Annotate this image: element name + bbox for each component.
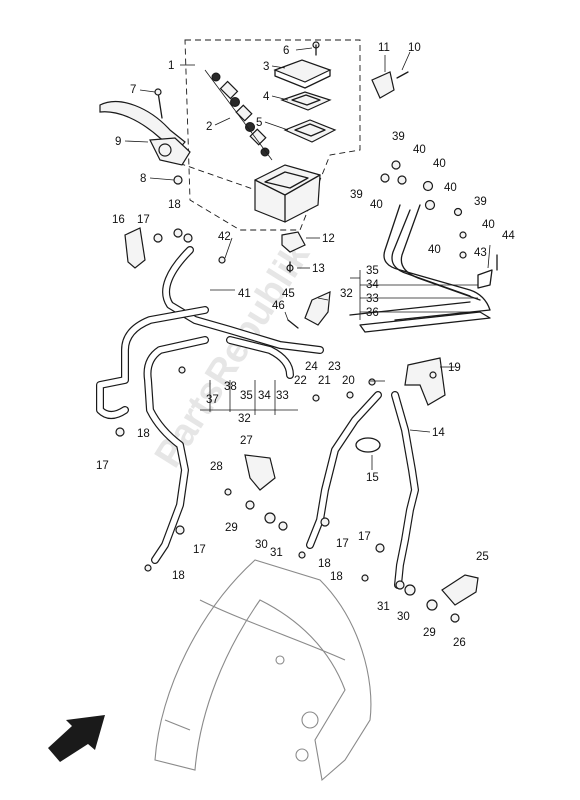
callout-40a: 40 bbox=[413, 144, 426, 156]
callout-28: 28 bbox=[210, 461, 223, 473]
callout-29b: 29 bbox=[423, 627, 436, 639]
callout-1: 1 bbox=[168, 60, 174, 72]
diaphragm-holder bbox=[280, 91, 332, 111]
callout-43: 43 bbox=[474, 247, 487, 259]
reservoir-cap bbox=[273, 59, 332, 89]
callout-33b: 33 bbox=[276, 390, 289, 402]
callout-34a: 34 bbox=[366, 279, 379, 291]
callout-17b: 17 bbox=[96, 460, 109, 472]
callout-31b: 31 bbox=[377, 601, 390, 613]
callout-18a: 18 bbox=[168, 199, 181, 211]
callout-40e: 40 bbox=[482, 219, 495, 231]
brake-hose-upper-left bbox=[124, 227, 193, 269]
callout-5: 5 bbox=[256, 117, 262, 129]
callout-30b: 30 bbox=[397, 611, 410, 623]
callout-46: 46 bbox=[272, 300, 285, 312]
callout-16: 16 bbox=[112, 214, 125, 226]
callout-3: 3 bbox=[263, 61, 269, 73]
callout-6: 6 bbox=[283, 45, 289, 57]
callout-4: 4 bbox=[263, 91, 270, 103]
fasteners-lower bbox=[115, 256, 460, 623]
hose-clamp-45 bbox=[304, 291, 331, 326]
callout-40d: 40 bbox=[370, 199, 383, 211]
hose-guide-27 bbox=[244, 454, 276, 491]
brake-lever bbox=[99, 101, 191, 166]
callout-37: 37 bbox=[206, 394, 219, 406]
brake-hose-right bbox=[306, 391, 419, 589]
callout-41: 41 bbox=[238, 288, 251, 300]
callout-15: 15 bbox=[366, 472, 379, 484]
hose-guide-25 bbox=[441, 574, 479, 606]
callout-7: 7 bbox=[130, 84, 136, 96]
callout-30a: 30 bbox=[255, 539, 268, 551]
callout-38: 38 bbox=[224, 381, 237, 393]
brake-pipe-assembly bbox=[349, 204, 491, 333]
callout-35b: 35 bbox=[240, 390, 253, 402]
callout-33a: 33 bbox=[366, 293, 379, 305]
callout-40c: 40 bbox=[444, 182, 457, 194]
piston-kit bbox=[204, 69, 273, 161]
callout-10: 10 bbox=[408, 42, 421, 54]
callout-39b: 39 bbox=[350, 189, 363, 201]
cap-screw bbox=[312, 41, 320, 56]
brake-switch-cover bbox=[371, 71, 395, 99]
callout-25: 25 bbox=[476, 551, 489, 563]
callout-8: 8 bbox=[140, 173, 146, 185]
callout-40b: 40 bbox=[433, 158, 446, 170]
leader-lines bbox=[124, 47, 491, 470]
callout-17e: 17 bbox=[358, 531, 371, 543]
callout-22: 22 bbox=[294, 375, 307, 387]
callout-21: 21 bbox=[318, 375, 331, 387]
brake-hose-main bbox=[96, 246, 324, 564]
callout-35a: 35 bbox=[366, 265, 379, 277]
callout-2: 2 bbox=[206, 121, 212, 133]
callout-26: 26 bbox=[453, 637, 466, 649]
callout-31a: 31 bbox=[270, 547, 283, 559]
callout-14: 14 bbox=[432, 427, 445, 439]
switch-screw bbox=[396, 71, 409, 79]
callout-11: 11 bbox=[378, 42, 390, 54]
callout-18b: 18 bbox=[137, 428, 150, 440]
callout-13: 13 bbox=[312, 263, 325, 275]
callout-39c: 39 bbox=[474, 196, 487, 208]
callout-18d: 18 bbox=[318, 558, 331, 570]
union-bolt-group-right bbox=[380, 160, 498, 289]
callout-34b: 34 bbox=[258, 390, 271, 402]
callout-20: 20 bbox=[342, 375, 355, 387]
callout-9: 9 bbox=[115, 136, 121, 148]
callout-18e: 18 bbox=[330, 571, 343, 583]
reservoir-diaphragm bbox=[283, 119, 337, 143]
callout-labels: 1 2 3 4 5 6 7 8 9 10 11 12 13 14 15 16 1… bbox=[96, 42, 515, 649]
callout-27: 27 bbox=[240, 435, 253, 447]
callout-17d: 17 bbox=[336, 538, 349, 550]
callout-39a: 39 bbox=[392, 131, 405, 143]
callout-40f: 40 bbox=[428, 244, 441, 256]
lever-bolt bbox=[154, 88, 163, 119]
callout-17c: 17 bbox=[193, 544, 206, 556]
lever-nut bbox=[173, 175, 183, 185]
callout-32b: 32 bbox=[238, 413, 251, 425]
hose-clip-15 bbox=[355, 437, 381, 453]
callout-42: 42 bbox=[218, 231, 231, 243]
callout-36: 36 bbox=[366, 307, 379, 319]
callout-17a: 17 bbox=[137, 214, 150, 226]
front-fender bbox=[154, 559, 372, 782]
callout-19: 19 bbox=[448, 362, 461, 374]
callout-12: 12 bbox=[322, 233, 335, 245]
callout-44: 44 bbox=[502, 230, 515, 242]
bolt-46 bbox=[287, 319, 299, 329]
callout-24: 24 bbox=[305, 361, 318, 373]
callout-29a: 29 bbox=[225, 522, 238, 534]
callout-32a: 32 bbox=[340, 288, 353, 300]
callout-23: 23 bbox=[328, 361, 341, 373]
brake-hose-joint bbox=[404, 357, 446, 406]
callout-45: 45 bbox=[282, 288, 295, 300]
master-cylinder-reservoir bbox=[254, 164, 321, 223]
callout-18c: 18 bbox=[172, 570, 185, 582]
front-brake-switch bbox=[281, 231, 306, 253]
switch-screw-small bbox=[286, 261, 294, 273]
front-direction-arrow bbox=[48, 715, 105, 762]
